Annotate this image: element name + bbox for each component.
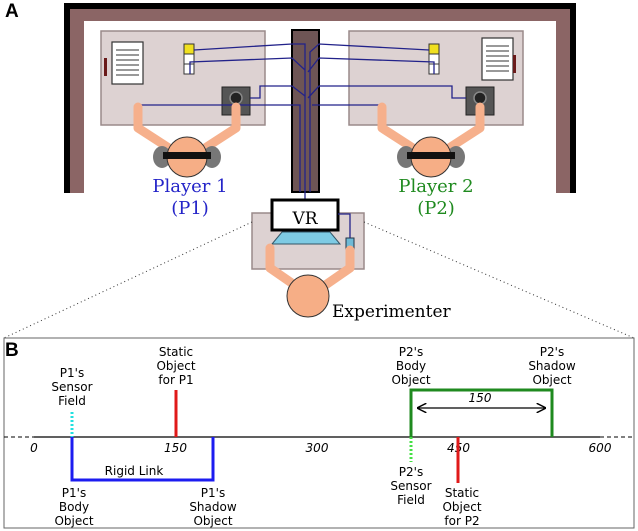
- p2-shadow-label-3: Object: [532, 373, 571, 387]
- p1-sensor-label-1: P1's: [60, 366, 84, 380]
- player1-label-line2: (P1): [171, 198, 209, 219]
- p1-body-label-3: Object: [54, 514, 93, 528]
- p2-sensor-label-1: P2's: [399, 465, 423, 479]
- p2-rigid-link: [409, 388, 554, 437]
- zoom-line-left: [3, 221, 253, 339]
- axis-tick-label: 150: [164, 441, 187, 455]
- player1-label-line1: Player 1: [152, 176, 227, 197]
- p1-sensor-label-3: Field: [58, 394, 86, 408]
- p1-shadow-label-2: Shadow: [189, 500, 237, 514]
- axis-tick-label: 300: [306, 441, 329, 455]
- cables: [138, 43, 466, 200]
- player1-figure: [133, 102, 241, 178]
- static-p1-label-1: Static: [159, 345, 193, 359]
- experimenter-label: Experimenter: [332, 302, 452, 322]
- rigid-link-label: Rigid Link: [105, 464, 164, 478]
- static-p2-label-1: Static: [445, 486, 479, 500]
- experimenter-desk: [251, 198, 365, 318]
- static-p1-label-3: for P1: [158, 373, 193, 387]
- p1-shadow-label-3: Object: [193, 514, 232, 528]
- static-p2-label-2: Object: [442, 500, 481, 514]
- panel-b-letter: B: [5, 340, 19, 361]
- axis-tick-label: 600: [589, 441, 612, 455]
- p2-body-label-3: Object: [391, 373, 430, 387]
- static-p1-label-2: Object: [156, 359, 195, 373]
- distance-label: 150: [469, 391, 492, 405]
- panel-a-letter: A: [5, 1, 19, 22]
- p1-shadow-label-1: P1's: [201, 486, 225, 500]
- zoom-line-right: [363, 221, 635, 339]
- p2-body-label-2: Body: [396, 359, 426, 373]
- p2-shadow-label-2: Shadow: [528, 359, 576, 373]
- p2-sensor-label-2: Sensor: [390, 479, 431, 493]
- player2-label-line1: Player 2: [398, 176, 473, 197]
- axis-ticks: 0150300450600: [30, 441, 612, 455]
- p1-body-label-1: P1's: [62, 486, 86, 500]
- p1-body-label-2: Body: [59, 500, 89, 514]
- p2-shadow-label-1: P2's: [540, 345, 564, 359]
- p2-sensor-label-3: Field: [397, 493, 425, 507]
- axis-tick-label: 0: [30, 441, 38, 455]
- p2-body-label-1: P2's: [399, 345, 423, 359]
- player2-label-line2: (P2): [417, 198, 455, 219]
- p1-sensor-label-2: Sensor: [51, 380, 92, 394]
- vr-label: VR: [291, 209, 318, 229]
- p1-rigid-link: [70, 437, 215, 482]
- panel-b-frame: [3, 337, 635, 529]
- static-p2-label-3: for P2: [444, 514, 479, 528]
- player1-desk: [100, 30, 266, 126]
- player2-desk: [348, 30, 524, 126]
- player2-figure: [377, 102, 485, 178]
